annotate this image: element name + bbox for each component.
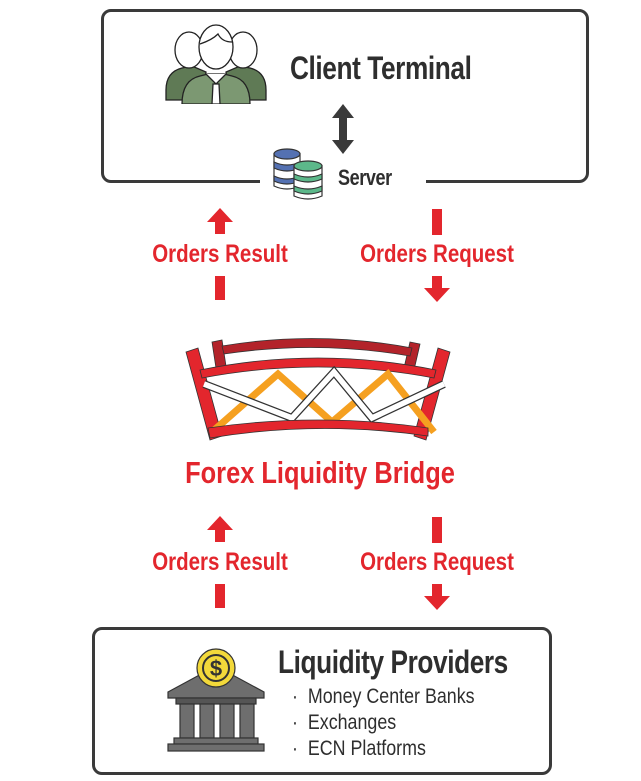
lower-request-arrow-head	[424, 584, 450, 610]
bullet: ·	[292, 711, 298, 734]
provider-ecn-platforms: ECN Platforms	[307, 737, 426, 760]
list-item: · Exchanges	[292, 710, 475, 736]
database-icon	[273, 148, 323, 200]
list-item: · Money Center Banks	[292, 684, 475, 710]
bridge-label: Forex Liquidity Bridge	[185, 455, 455, 490]
svg-text:$: $	[210, 656, 222, 681]
bidirectional-arrow-icon	[332, 104, 354, 154]
list-item: · ECN Platforms	[292, 736, 475, 762]
upper-request-arrow-tail	[432, 209, 442, 235]
upper-request-arrow-head	[424, 276, 450, 302]
bullet: ·	[292, 737, 298, 760]
bank-icon: $	[167, 648, 265, 752]
bridge-icon	[185, 338, 451, 441]
lower-request-arrow-tail	[432, 517, 442, 543]
lower-orders-result-label: Orders Result	[152, 548, 288, 576]
upper-result-arrow-tail	[215, 276, 225, 300]
lower-result-arrow-tail	[215, 584, 225, 608]
server-label: Server	[338, 165, 392, 190]
liquidity-providers-title: Liquidity Providers	[278, 644, 508, 680]
upper-orders-request-label: Orders Request	[360, 240, 514, 268]
provider-money-center-banks: Money Center Banks	[307, 685, 475, 708]
provider-exchanges: Exchanges	[307, 711, 397, 734]
providers-list: · Money Center Banks · Exchanges · ECN P…	[292, 684, 507, 762]
users-icon	[165, 24, 267, 104]
upper-result-arrow-head	[207, 208, 233, 234]
client-terminal-title: Client Terminal	[290, 50, 472, 86]
lower-orders-request-label: Orders Request	[360, 548, 514, 576]
bullet: ·	[292, 685, 298, 708]
server-border-gap	[260, 176, 426, 186]
lower-result-arrow-head	[207, 516, 233, 542]
upper-orders-result-label: Orders Result	[152, 240, 288, 268]
